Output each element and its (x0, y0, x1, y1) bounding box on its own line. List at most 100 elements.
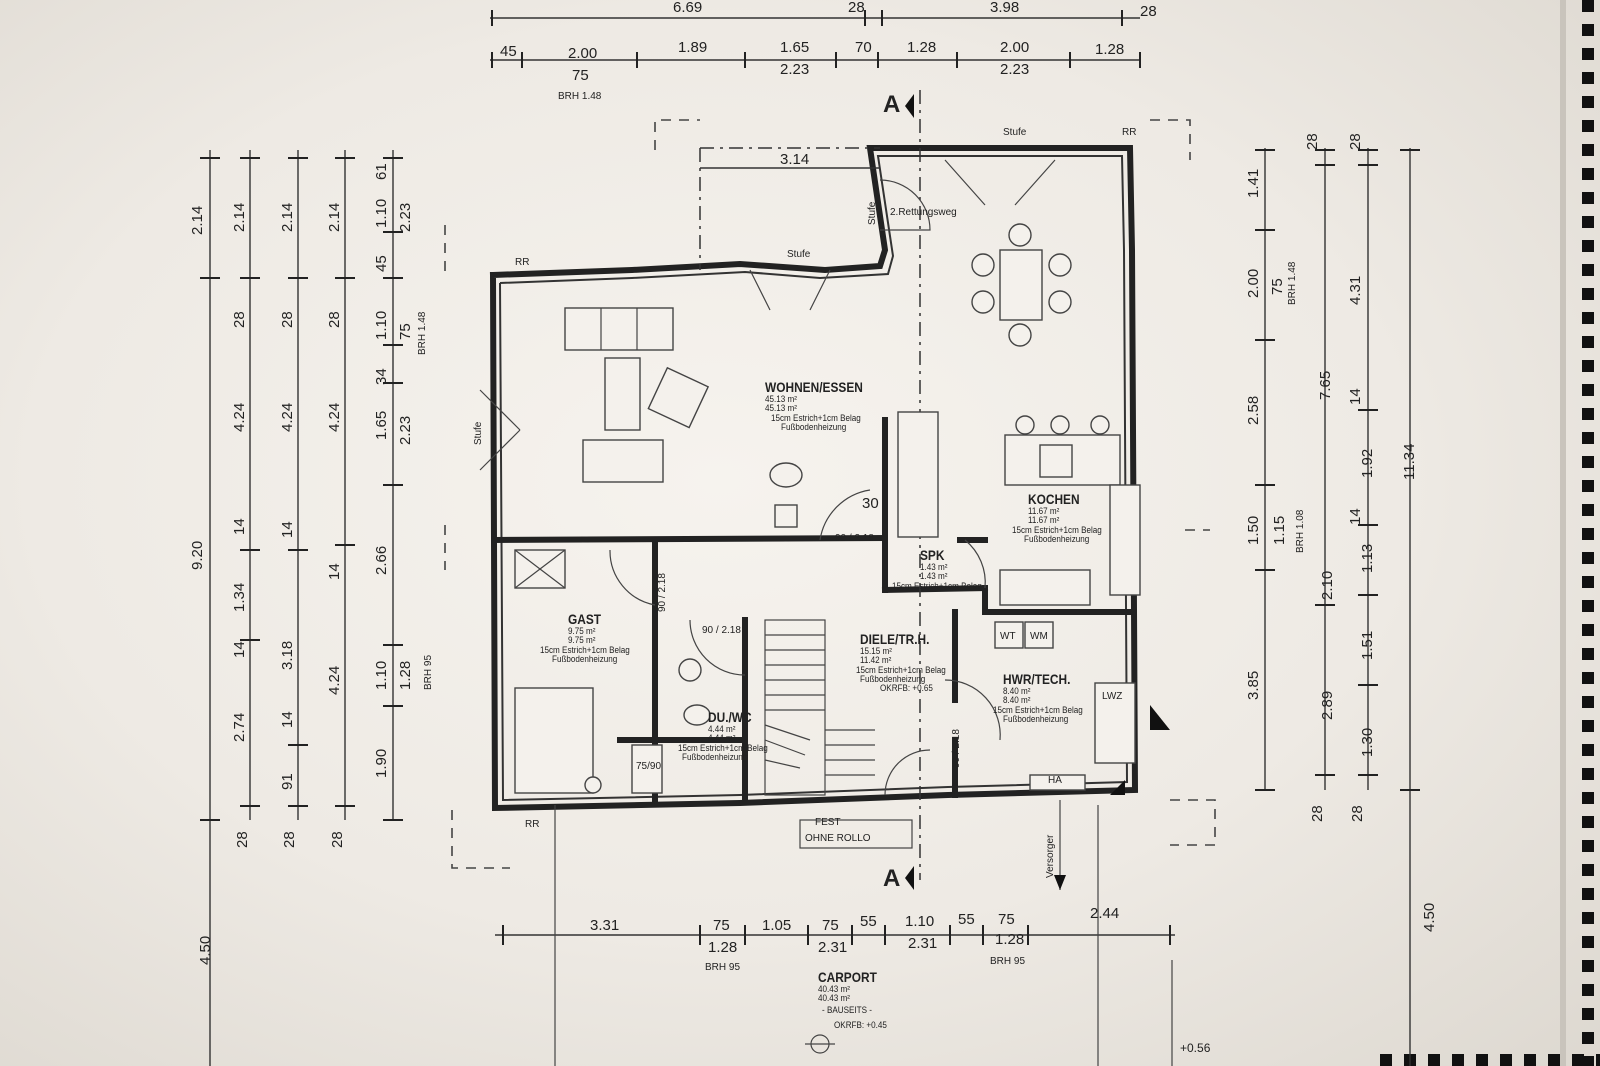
kitchen-island (999, 415, 1141, 606)
floor-heating: Fußbodenheizung (860, 674, 926, 684)
dim-right-115: 1.15 (1271, 515, 1288, 545)
dim-bottom-55a: 55 (860, 913, 877, 930)
dim-bottom-75a: 75 (713, 917, 730, 934)
dim-bottom-55b: 55 (958, 911, 975, 928)
dim-right-carport: 4.50 (1421, 902, 1438, 932)
dim-left-c-14b: 14 (279, 711, 296, 728)
floor-spec: 15cm Estrich+1cm Belag (678, 742, 768, 753)
floor-heating: Fußbodenheizung (682, 752, 748, 762)
dim-bottom-231a: 2.31 (818, 939, 848, 956)
dim-right-150: 1.50 (1245, 515, 1262, 545)
dim-right-289: 2.89 (1319, 690, 1336, 720)
dim-200a: 2.00 (568, 45, 598, 62)
room-name: SPK (920, 547, 945, 563)
dim-right-14a: 14 (1347, 388, 1364, 405)
floor-spec: 15cm Estrich+1cm Belag (771, 412, 861, 423)
dim-bottom-244: 2.44 (1090, 905, 1120, 922)
shower-size: 75/90 (636, 761, 662, 772)
room-carport: CARPORT 40.43 m² 40.43 m² - BAUSEITS - O… (818, 970, 893, 1030)
dim-left-c-28: 28 (279, 311, 296, 328)
section-marker-top: A (883, 91, 901, 118)
dim-45: 45 (500, 43, 517, 60)
dim-right-151: 1.51 (1359, 630, 1376, 660)
dim-left-c-214: 2.14 (279, 202, 296, 232)
guest-bed (514, 549, 602, 794)
dim-223b: 2.23 (1000, 61, 1030, 78)
dim-left-e-61: 61 (373, 163, 390, 180)
dim-right-200: 2.00 (1245, 268, 1262, 298)
stufe-label-living: Stufe (787, 249, 811, 260)
dim-right-130: 1.30 (1359, 727, 1376, 757)
dim-right-192: 1.92 (1359, 448, 1376, 478)
sheet-edge-right (1560, 0, 1566, 1066)
calibration-border-right (1582, 0, 1594, 1066)
rr-label-1: RR (1122, 127, 1137, 138)
dim-75-top: 75 (572, 67, 589, 84)
brh-95-left-side: BRH 95 (423, 654, 434, 690)
floor-heating: Fußbodenheizung (781, 422, 847, 432)
dimension-lines-bottom (495, 800, 1175, 1066)
room-name: HWR/TECH. (1003, 671, 1071, 687)
dim-left-b-274: 2.74 (231, 712, 248, 742)
dim-right-141: 1.41 (1245, 168, 1262, 198)
dim-left-d-214: 2.14 (326, 202, 343, 232)
level-label: +0.56 (1180, 1041, 1211, 1055)
dim-128b: 1.28 (1095, 41, 1125, 58)
dim-right-113: 1.13 (1359, 543, 1376, 573)
dim-right-210: 2.10 (1319, 570, 1336, 600)
brh-95-right: BRH 95 (990, 956, 1026, 967)
room-hwr-tech: HWR/TECH. 8.40 m² 8.40 m² 15cm Estrich+1… (993, 671, 1093, 724)
interior-walls (491, 417, 1133, 803)
room-area-2: 40.43 m² (818, 993, 850, 1004)
room-name: DIELE/TR.H. (860, 631, 930, 647)
dim-left-c-318: 3.18 (279, 640, 296, 670)
room-area-1: 1.43 m² (920, 561, 948, 572)
room-diele: DIELE/TR.H. 15.15 m² 11.42 m² 15cm Estri… (856, 631, 956, 694)
room-name: GAST (568, 611, 602, 627)
dim-bottom-331: 3.31 (590, 917, 620, 934)
dimension-lines-right (1255, 148, 1420, 1066)
dim-left-b-134: 1.34 (231, 582, 248, 612)
floor-spec: 15cm Estrich+1cm Belag (856, 664, 946, 675)
dim-left-d-424: 4.24 (326, 402, 343, 432)
room-area-2: 45.13 m² (765, 403, 797, 414)
dim-left-e-110b: 1.10 (373, 310, 390, 340)
floor-spec: 15cm Estrich+1cm Belag (993, 704, 1083, 715)
living-furniture (564, 307, 803, 528)
room-name: WOHNEN/ESSEN (765, 379, 863, 395)
exterior-walls (489, 145, 1139, 812)
room-area-1: 40.43 m² (818, 983, 850, 994)
brh-108-right: BRH 1.08 (1295, 509, 1306, 553)
dim-left-c-14: 14 (279, 521, 296, 538)
room-wohnen-essen: WOHNEN/ESSEN 45.13 m² 45.13 m² 15cm Estr… (765, 380, 880, 432)
dim-left-b-14: 14 (231, 518, 248, 535)
dim-bottom-231b: 2.31 (908, 935, 938, 952)
door-label-gast: 90 / 2.18 (657, 573, 668, 612)
room-area-2: 11.42 m² (860, 655, 892, 666)
dim-left-f-223b: 2.23 (397, 415, 414, 445)
room-spk: SPK 1.43 m² 1.43 m² 15cm Estrich+1cm Bel… (892, 547, 992, 591)
dim-bottom-75b: 75 (822, 917, 839, 934)
floor-heating: Fußbodenheizung (1003, 714, 1069, 724)
dim-right-14b: 14 (1347, 508, 1364, 525)
brh-148-top: BRH 1.48 (558, 91, 602, 102)
dim-left-carport: 4.50 (197, 935, 214, 965)
door-label-living: 90 / 2.18 (835, 533, 874, 544)
room-area-2: 1.43 m² (920, 571, 948, 582)
dim-left-e-110c: 1.10 (373, 660, 390, 690)
room-area-1: 15.15 m² (860, 645, 892, 656)
room-du-wc: DU./WC 4.44 m² 4.44 m² 15cm Estrich+1cm … (678, 710, 778, 762)
dimension-lines-left (200, 150, 403, 1066)
dining-table (971, 223, 1072, 347)
okrfb-level: OKRFB: +0.65 (880, 683, 933, 694)
dim-left-e-266: 2.66 (373, 545, 390, 575)
room-name: KOCHEN (1028, 491, 1080, 507)
dimension-lines-top (490, 10, 1141, 169)
dim-left-e-165: 1.65 (373, 410, 390, 440)
okrfb-level: OKRFB: +0.45 (834, 1020, 887, 1030)
dim-left-d-28: 28 (326, 311, 343, 328)
utility-appliances (994, 621, 1170, 795)
door-label-wc: 90 / 2.18 (702, 625, 741, 636)
dim-left-f-75: 75 (397, 323, 414, 340)
